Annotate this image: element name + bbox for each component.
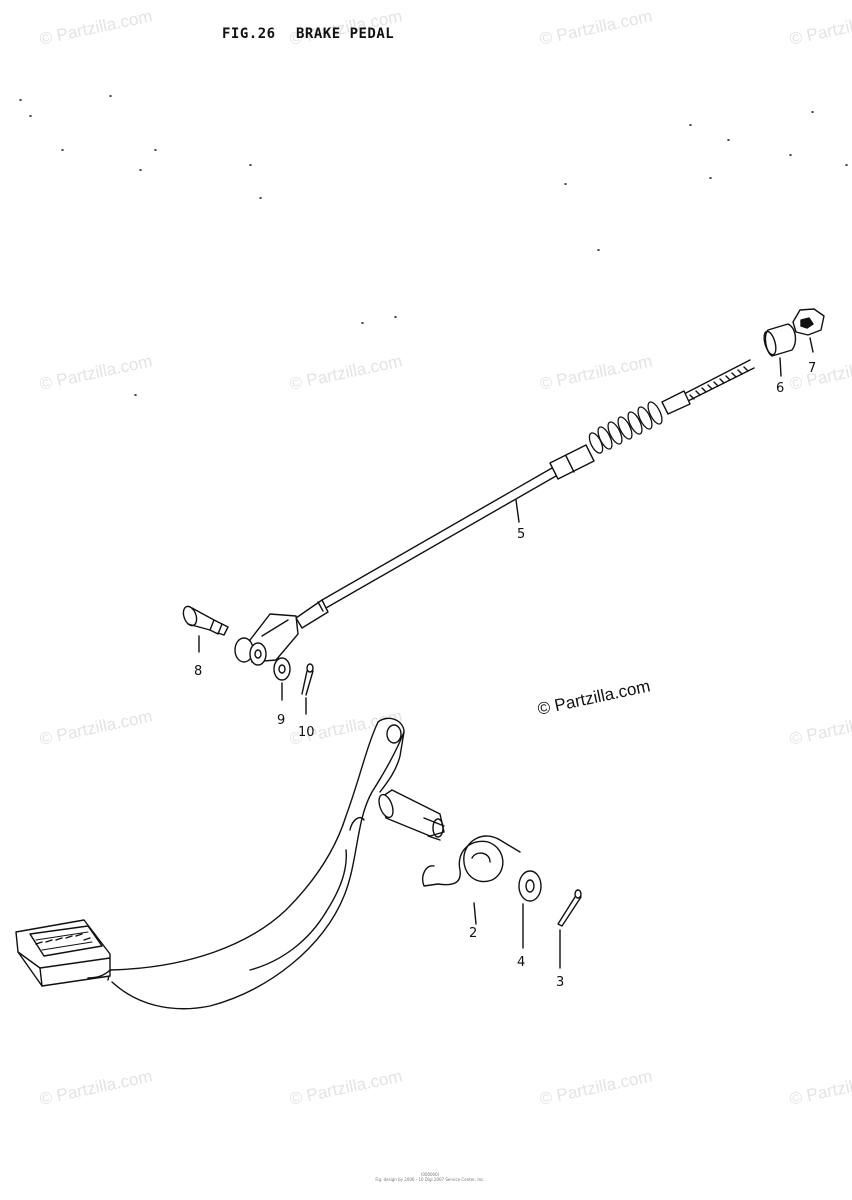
washer-part-9	[273, 657, 291, 701]
washer-part-4	[518, 870, 542, 949]
footer-line-1: (000000)	[420, 1172, 440, 1177]
callout-10: 10	[298, 725, 315, 740]
adjusting-nut-part-7	[792, 308, 825, 353]
callout-2: 2	[469, 926, 478, 941]
footer-line-2: Fig. design by 2006 - 10 Digi 2007 Servi…	[375, 1177, 485, 1182]
callout-8: 8	[194, 664, 203, 679]
spring-part-2	[422, 835, 521, 925]
callout-9: 9	[277, 713, 286, 728]
joint-part-6	[763, 323, 797, 377]
brake-pedal-arm	[15, 717, 445, 1010]
callout-6: 6	[776, 381, 785, 396]
spring-coil	[588, 401, 663, 454]
figure-title: BRAKE PEDAL	[296, 26, 395, 42]
figure-number: FIG.26	[222, 26, 276, 42]
print-specks	[19, 95, 848, 396]
footer-note: (000000) Fig. design by 2006 - 10 Digi 2…	[360, 1172, 500, 1182]
callout-7: 7	[808, 361, 817, 376]
callout-3: 3	[556, 975, 565, 990]
clevis-pin-part-8	[182, 605, 229, 653]
cotter-pin-part-3	[557, 889, 582, 969]
cotter-pin-part-10	[301, 663, 314, 715]
brake-rod-part-5	[234, 359, 755, 666]
callout-4: 4	[517, 955, 526, 970]
callout-5: 5	[517, 527, 526, 542]
